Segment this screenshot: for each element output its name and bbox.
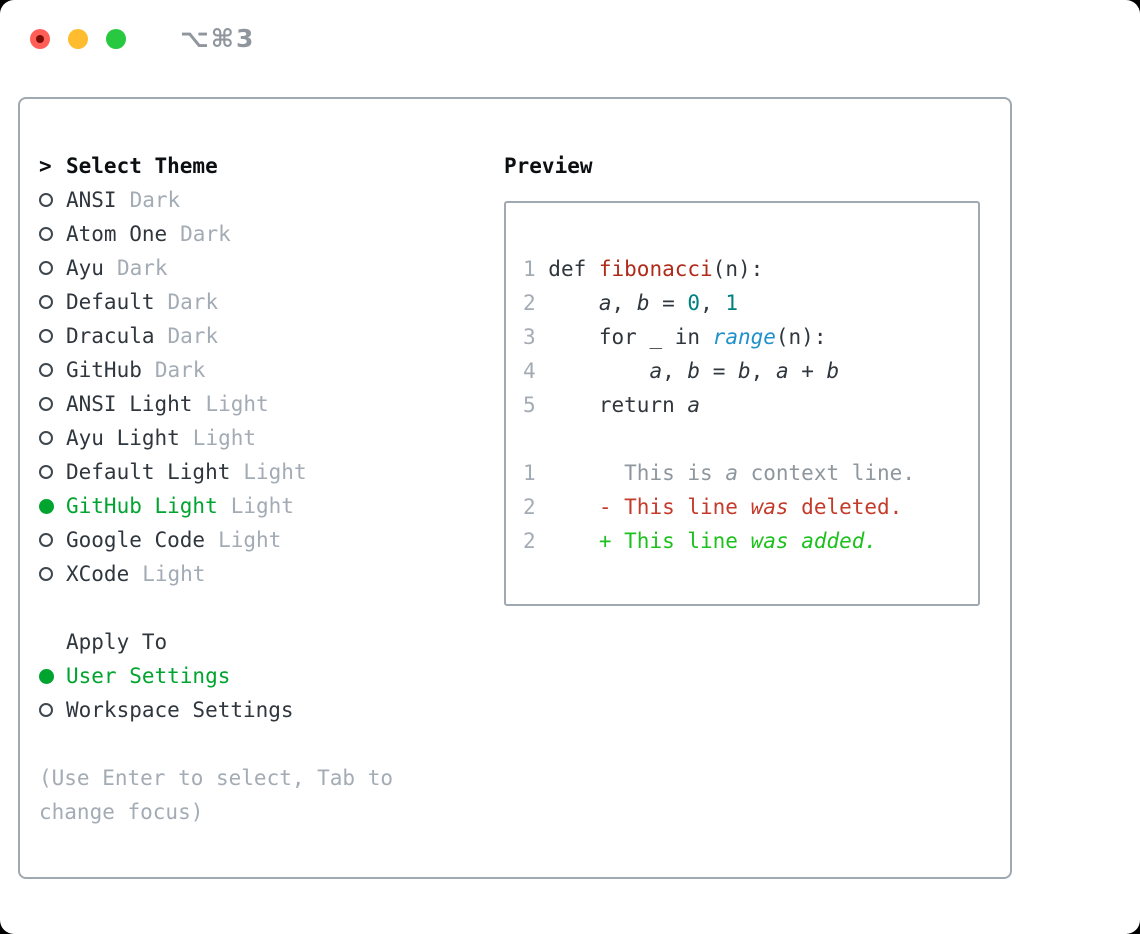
line-number: 3	[523, 325, 549, 349]
preview-title: Preview	[504, 154, 593, 178]
option-label: Atom One	[66, 222, 168, 246]
apply-option[interactable]: User Settings	[39, 659, 504, 693]
option-label: Workspace Settings	[66, 698, 294, 722]
code-line: 2 - This line was deleted.	[523, 495, 903, 519]
option-label: Default Light	[66, 460, 231, 484]
minimize-button[interactable]	[68, 29, 88, 49]
theme-option[interactable]: Default Light Light	[39, 455, 504, 489]
theme-variant-tag: Light	[142, 562, 206, 586]
option-label: Default	[66, 290, 155, 314]
theme-variant-tag: Light	[218, 528, 282, 552]
option-label: Google Code	[66, 528, 206, 552]
theme-option[interactable]: GitHub Dark	[39, 353, 504, 387]
prompt-icon: >	[39, 154, 52, 178]
option-label: ANSI Light	[66, 392, 193, 416]
theme-variant-tag: Dark	[154, 358, 206, 382]
code-line: 5 return a	[523, 393, 701, 417]
theme-option[interactable]: Default Dark	[39, 285, 504, 319]
option-label: GitHub	[66, 358, 142, 382]
titlebar: ⌥⌘3	[30, 24, 256, 53]
radio-icon	[39, 567, 66, 581]
theme-option[interactable]: Ayu Light Light	[39, 421, 504, 455]
theme-variant-tag: Dark	[129, 188, 181, 212]
help-text: (Use Enter to select, Tab to change focu…	[39, 766, 394, 824]
code-line: 1 def fibonacci(n):	[523, 257, 764, 281]
option-label: XCode	[66, 562, 130, 586]
radio-selected-icon	[39, 668, 66, 684]
apply-option[interactable]: Workspace Settings	[39, 693, 504, 727]
radio-icon	[39, 295, 66, 309]
line-number: 2	[523, 291, 549, 315]
line-number: 1	[523, 257, 549, 281]
code-line: 1 This is a context line.	[523, 461, 915, 485]
line-number: 5	[523, 393, 549, 417]
radio-icon	[39, 193, 66, 207]
option-label: User Settings	[66, 664, 231, 688]
radio-icon	[39, 465, 66, 479]
code-line: 3 for _ in range(n):	[523, 325, 827, 349]
theme-option[interactable]: XCode Light	[39, 557, 504, 591]
theme-variant-tag: Light	[192, 426, 257, 450]
radio-icon	[39, 329, 66, 343]
line-number: 4	[523, 359, 549, 383]
window-shortcut-label: ⌥⌘3	[180, 24, 256, 53]
option-label: ANSI	[66, 188, 117, 212]
theme-option[interactable]: Google Code Light	[39, 523, 504, 557]
radio-icon	[39, 703, 66, 717]
code-line: 4 a, b = b, a + b	[523, 359, 840, 383]
theme-variant-tag: Dark	[180, 222, 231, 246]
line-number: 2	[523, 529, 549, 553]
theme-variant-tag: Light	[243, 460, 307, 484]
line-number	[523, 427, 536, 451]
theme-option[interactable]: Ayu Dark	[39, 251, 504, 285]
theme-option[interactable]: Dracula Dark	[39, 319, 504, 353]
apply-to-header: Apply To	[39, 625, 504, 659]
theme-variant-tag: Dark	[167, 324, 219, 348]
select-theme-header: > Select Theme	[39, 149, 504, 183]
preview-code: 1 def fibonacci(n): 2 a, b = 0, 1 3 for _ …	[504, 201, 980, 606]
code-line: 2 a, b = 0, 1	[523, 291, 739, 315]
theme-variant-tag: Light	[230, 494, 294, 518]
option-label: GitHub Light	[66, 494, 218, 518]
theme-variant-tag: Light	[205, 392, 269, 416]
theme-variant-tag: Dark	[116, 256, 168, 280]
close-button[interactable]	[30, 29, 50, 49]
theme-option[interactable]: Atom One Dark	[39, 217, 504, 251]
spacer	[39, 591, 504, 625]
radio-icon	[39, 227, 66, 241]
radio-icon	[39, 533, 66, 547]
preview-column: Preview 1 def fibonacci(n): 2 a, b = 0, 1…	[504, 149, 986, 877]
radio-icon	[39, 397, 66, 411]
code-line: 2 + This line was added.	[523, 529, 878, 553]
line-number: 1	[523, 461, 549, 485]
theme-variant-tag: Dark	[167, 290, 219, 314]
zoom-button[interactable]	[106, 29, 126, 49]
option-label: Ayu	[66, 256, 104, 280]
radio-icon	[39, 431, 66, 445]
option-label: Ayu Light	[66, 426, 180, 450]
option-label: Dracula	[66, 324, 155, 348]
theme-option[interactable]: ANSI Light Light	[39, 387, 504, 421]
theme-option[interactable]: GitHub Light Light	[39, 489, 504, 523]
apply-to-title: Apply To	[66, 630, 168, 654]
line-number: 2	[523, 495, 549, 519]
theme-option[interactable]: ANSI Dark	[39, 183, 504, 217]
code-line	[523, 422, 978, 456]
radio-icon	[39, 261, 66, 275]
select-theme-title: Select Theme	[66, 154, 218, 178]
radio-selected-icon	[39, 498, 66, 514]
radio-icon	[39, 363, 66, 377]
